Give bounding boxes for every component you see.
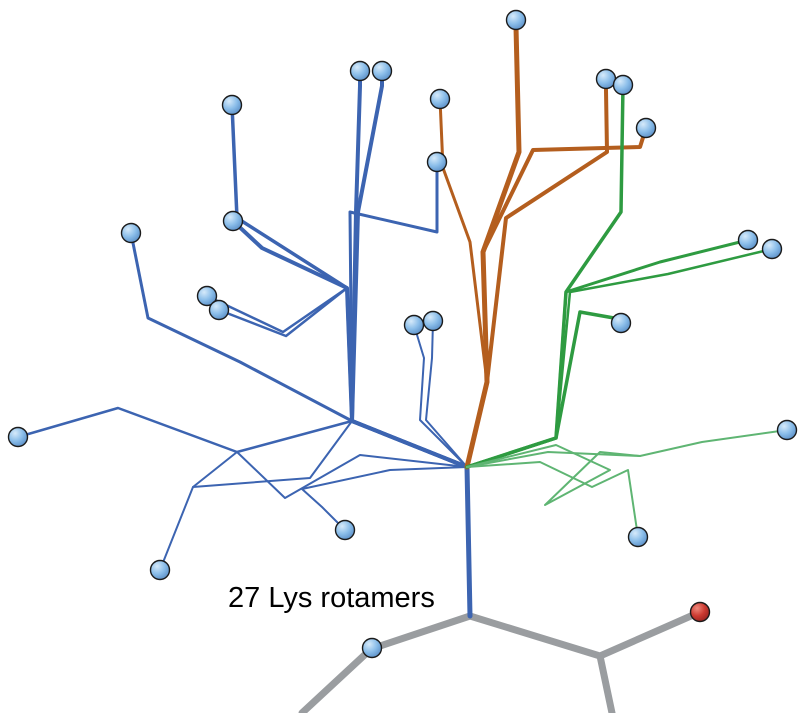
rotamer-stick — [466, 429, 788, 468]
nitrogen-atom[interactable] — [505, 9, 527, 31]
backbone-stick — [298, 612, 474, 713]
rotamer-stick — [465, 310, 623, 469]
nitrogen-atom[interactable] — [612, 74, 634, 96]
nitrogen-atom[interactable] — [776, 419, 798, 441]
rotamer-stick — [348, 160, 469, 469]
rotamer-stick — [466, 461, 639, 538]
backbone-stick — [466, 608, 704, 660]
rotamer-stick — [465, 83, 625, 469]
nitrogen-atom[interactable] — [422, 310, 444, 332]
rotamer-stick — [350, 69, 469, 469]
nitrogen-atom[interactable] — [426, 151, 448, 173]
nitrogen-atom[interactable] — [349, 60, 371, 82]
rotamer-stick — [465, 247, 774, 469]
nitrogen-atom[interactable] — [361, 637, 383, 659]
nitrogen-atom[interactable] — [334, 519, 356, 541]
rotamer-stick — [464, 24, 522, 470]
rotamer-sticks — [16, 24, 788, 571]
nitrogen-atom[interactable] — [635, 117, 657, 139]
rotamer-stick — [159, 420, 468, 571]
nitrogen-atom[interactable] — [429, 88, 451, 110]
atom-spheres — [7, 9, 798, 659]
nitrogen-atom[interactable] — [120, 222, 142, 244]
nitrogen-atom[interactable] — [737, 229, 759, 251]
nitrogen-atom[interactable] — [610, 312, 632, 334]
rotamer-stick — [425, 320, 468, 468]
nitrogen-atom[interactable] — [403, 314, 425, 336]
rotamer-stick — [465, 77, 609, 469]
rotamer-stick — [438, 97, 489, 469]
rotamer-stick — [192, 451, 468, 499]
rotamer-stick — [466, 444, 641, 506]
nitrogen-atom[interactable] — [208, 299, 230, 321]
nitrogen-atom[interactable] — [371, 60, 393, 82]
rotamer-count-label: 27 Lys rotamers — [228, 582, 435, 614]
rotamer-stick — [301, 466, 468, 531]
nitrogen-atom[interactable] — [595, 68, 617, 90]
oxygen-atom[interactable] — [689, 601, 711, 623]
rotamer-stick — [413, 324, 468, 468]
backbone-stick — [596, 652, 616, 713]
nitrogen-atom[interactable] — [149, 559, 171, 581]
nitrogen-atom[interactable] — [221, 94, 243, 116]
rotamer-stick — [350, 69, 469, 469]
nitrogen-atom[interactable] — [627, 526, 649, 548]
nitrogen-atom[interactable] — [7, 426, 29, 448]
nitrogen-atom[interactable] — [222, 210, 244, 232]
backbone-stick — [464, 464, 473, 619]
nitrogen-atom[interactable] — [761, 238, 783, 260]
nitrogen-atom[interactable] — [196, 285, 218, 307]
rotamer-stick — [465, 238, 750, 469]
